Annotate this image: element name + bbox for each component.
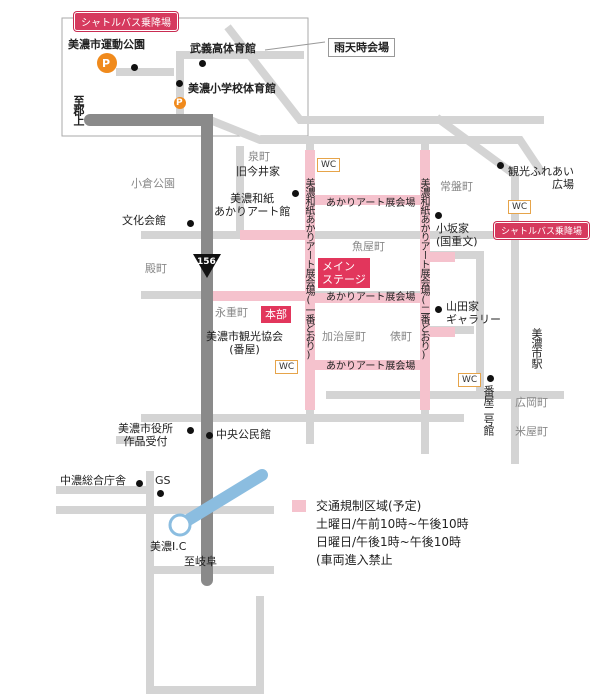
label-mino-shogakko: 美濃小学校体育館 — [188, 82, 276, 95]
legend-sat: 土曜日/午前10時~午後10時 — [316, 517, 469, 531]
wc-marker-4: WC — [458, 373, 482, 387]
label-kanko-kyokai: 美濃市観光協会 (番屋) — [206, 330, 283, 356]
label-undo-koen: 美濃市運動公園 — [68, 38, 145, 51]
shuttle-badge-top: シャトルバス乗降場 — [74, 12, 178, 31]
label-kosaka: 小坂家 (国重文) — [436, 222, 478, 248]
dot-kosaka — [435, 212, 442, 219]
district-kajiya: 加治屋町 — [322, 330, 366, 343]
legend-sun: 日曜日/午後1時~午後10時 — [316, 535, 462, 549]
mino-ic-circle — [168, 513, 192, 537]
district-tawara: 俵町 — [390, 330, 412, 343]
district-eiju: 永重町 — [215, 306, 248, 319]
dot-kyu-imai — [292, 190, 299, 197]
rain-venue-leader — [264, 41, 326, 51]
label-chuo-kominkan: 中央公民館 — [216, 428, 271, 441]
dot-shiyakusho — [187, 427, 194, 434]
legend-title: 交通規制区域(予定) — [316, 499, 422, 513]
park-inset-frame — [61, 17, 309, 137]
label-bugi: 武義高体育館 — [190, 42, 256, 55]
dot-undo-koen — [131, 64, 138, 71]
wc-marker-2: WC — [508, 200, 532, 214]
district-tokiwa: 常盤町 — [440, 180, 473, 193]
exhibit-venue-3: あかりアート展会場 — [326, 361, 416, 372]
wc-marker-1: WC — [317, 158, 341, 172]
legend-swatch — [292, 500, 306, 512]
label-to-gujo: 至郡上 — [72, 95, 85, 125]
parking-icon-large — [97, 53, 117, 73]
legend-note: (車両進入禁止 — [316, 553, 393, 567]
district-hirooka: 広岡町 — [515, 396, 548, 409]
dot-kanko-fureai — [497, 162, 504, 169]
district-tono: 殿町 — [145, 262, 167, 275]
exhibit-venue-1: あかりアート展会場 — [326, 198, 416, 209]
rain-venue-box: 雨天時会場 — [328, 38, 395, 57]
label-mino-ic: 美濃I.C — [150, 540, 187, 553]
main-stage: メイン ステージ — [318, 258, 370, 288]
dot-bangoya — [487, 375, 494, 382]
exhibit-street-2: 美濃和紙あかりアート展会場(二番どおり) — [418, 178, 429, 360]
parking-letter: P — [102, 57, 111, 70]
shuttle-badge-right: シャトルバス乗降場 — [494, 222, 590, 239]
wc-marker-3: WC — [275, 360, 299, 374]
route-156 — [84, 114, 213, 586]
dot-bugi — [199, 60, 206, 67]
district-yoneya: 米屋町 — [515, 425, 548, 438]
route-156-shield — [193, 254, 221, 278]
honbu: 本部 — [261, 306, 291, 323]
label-mino-washi: 美濃和紙 あかりアート館 — [214, 192, 291, 218]
label-to-gifu: 至岐阜 — [184, 555, 217, 568]
regulated-zone — [212, 150, 455, 410]
district-uoya: 魚屋町 — [352, 240, 385, 253]
label-chuno-sogo: 中濃総合庁舎 — [60, 474, 126, 487]
district-ogura: 小倉公園 — [131, 177, 175, 190]
expressway — [174, 469, 268, 531]
label-mino-station: 美濃市駅 — [530, 328, 543, 368]
label-yamada: 山田家 ギャラリー — [446, 300, 501, 326]
dot-gs — [157, 490, 164, 497]
label-kanko-fureai: 観光ふれあい 広場 — [508, 165, 574, 191]
dot-chuno-sogo — [136, 480, 143, 487]
label-bangoya: 番屋二号館 — [482, 385, 495, 435]
dot-yamada — [435, 306, 442, 313]
label-kyu-imai: 旧今井家 — [236, 165, 280, 178]
label-route-no: 156 — [197, 257, 216, 267]
label-shiyakusho: 美濃市役所 作品受付 — [118, 422, 173, 448]
exhibit-venue-2: あかりアート展会場 — [326, 292, 416, 303]
label-bunka-kaikan: 文化会館 — [122, 214, 166, 227]
parking-letter-small: P — [176, 98, 183, 108]
district-izumi: 泉町 — [248, 150, 270, 163]
label-gs: GS — [155, 474, 171, 487]
dot-mino-shogakko — [176, 80, 183, 87]
parking-icon-small — [174, 97, 186, 109]
exhibit-street-1: 美濃和紙あかりアート展会場(一番どおり) — [303, 178, 314, 360]
dot-chuo-kominkan — [206, 432, 213, 439]
dot-bunka-kaikan — [187, 220, 194, 227]
